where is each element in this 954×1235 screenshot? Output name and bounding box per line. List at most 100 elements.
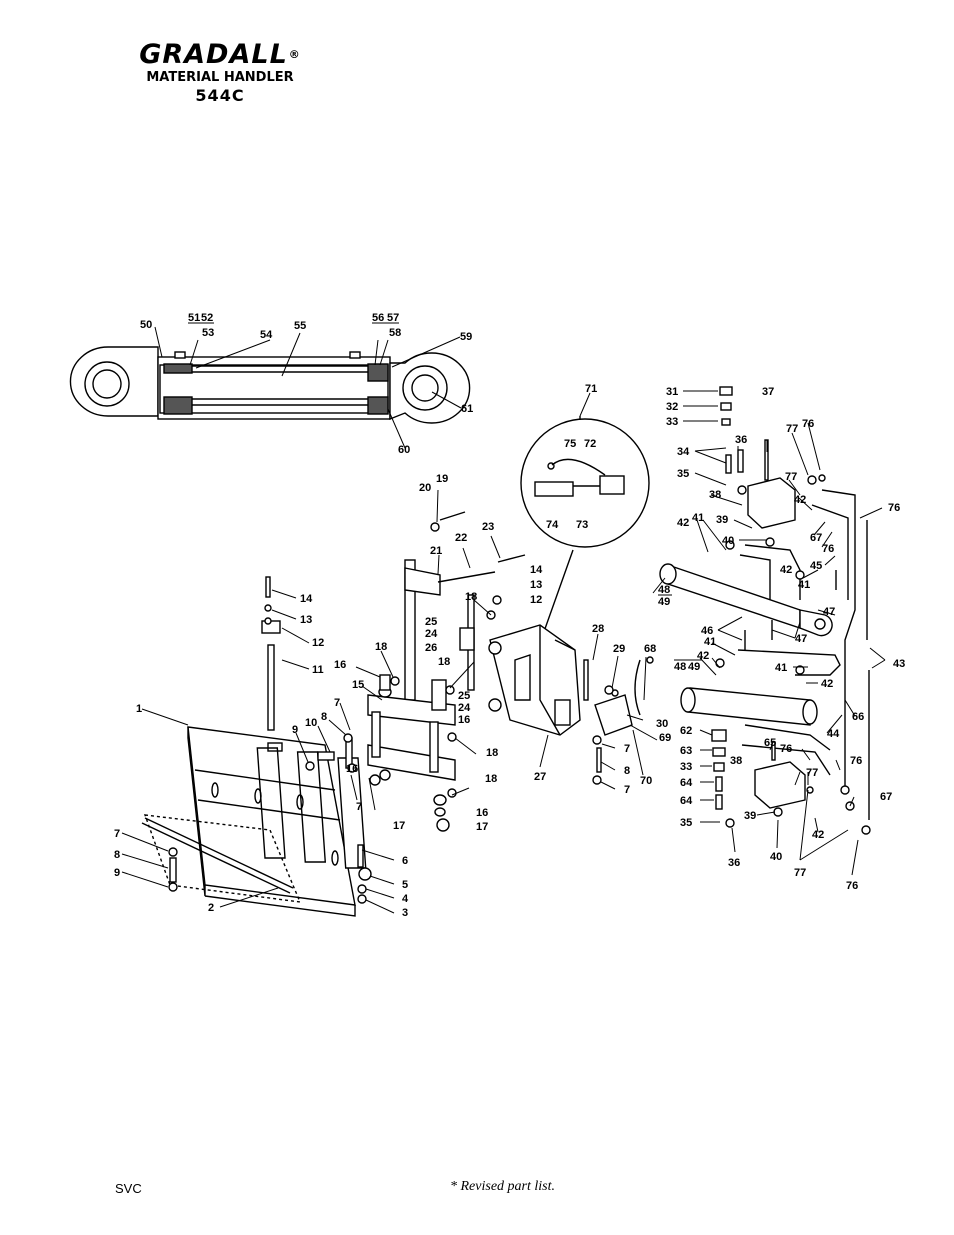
callout-77b: 77 — [785, 471, 797, 483]
callout-underlines — [188, 322, 702, 661]
callout-8b: 8 — [321, 711, 327, 723]
callout-26: 26 — [425, 642, 437, 654]
callout-18a: 18 — [375, 641, 387, 653]
callout-9a: 9 — [114, 867, 120, 879]
footer-note: * Revised part list. — [450, 1179, 555, 1194]
callout-45: 45 — [810, 560, 822, 572]
callout-44: 44 — [827, 728, 840, 740]
callout-42a: 42 — [677, 517, 689, 529]
callout-7e: 7 — [624, 784, 630, 796]
callout-64b: 64 — [680, 795, 693, 807]
callout-13b: 13 — [530, 579, 542, 591]
callout-39b: 39 — [744, 810, 756, 822]
callout-32: 32 — [666, 401, 678, 413]
callout-77c: 77 — [806, 767, 818, 779]
carriage-frame — [141, 726, 367, 917]
callout-65: 65 — [764, 737, 776, 749]
callout-18c: 18 — [485, 773, 497, 785]
callout-42d: 42 — [780, 564, 792, 576]
brand-name: GRADALL® — [139, 39, 301, 70]
callout-77d: 77 — [794, 867, 806, 879]
callout-68: 68 — [644, 643, 656, 655]
callout-42c: 42 — [794, 494, 806, 506]
callout-24a: 24 — [425, 628, 438, 640]
callout-49b: 49 — [688, 661, 700, 673]
callout-4: 4 — [402, 893, 409, 905]
callout-41a: 41 — [692, 512, 704, 524]
callout-50: 50 — [140, 319, 152, 331]
callout-18d: 18 — [465, 591, 477, 603]
callout-66: 66 — [852, 711, 864, 723]
hydraulic-lines — [634, 489, 870, 820]
callout-34a: 34 — [677, 446, 690, 458]
callout-48b: 48 — [674, 661, 686, 673]
callout-73: 73 — [576, 519, 588, 531]
detail-view-71 — [520, 416, 650, 641]
callout-35b: 35 — [680, 817, 692, 829]
callout-16a: 16 — [334, 659, 346, 671]
bushing-stack-upper — [459, 627, 475, 651]
leader-lines — [121, 326, 886, 914]
callout-74: 74 — [546, 519, 559, 531]
bolt-10 — [317, 751, 335, 761]
callout-76f: 76 — [888, 502, 900, 514]
bolt-6 — [357, 844, 364, 868]
callout-59: 59 — [460, 331, 472, 343]
callout-51: 51 — [188, 312, 200, 324]
shaft-11 — [267, 644, 275, 731]
callout-6: 6 — [402, 855, 408, 867]
callout-12b: 12 — [530, 594, 542, 606]
callout-17a: 17 — [393, 820, 405, 832]
callout-18b: 18 — [486, 747, 498, 759]
callout-57: 57 — [387, 312, 399, 324]
pin-28 — [583, 659, 589, 701]
yoke-15 — [367, 674, 456, 817]
footer-code: SVC — [115, 1181, 142, 1196]
callout-8a: 8 — [114, 849, 120, 861]
callout-41b: 41 — [704, 636, 716, 648]
callout-labels: 50 51 52 53 54 55 56 57 58 59 60 61 71 7… — [114, 312, 905, 919]
callout-12a: 12 — [312, 637, 324, 649]
bushing-5 — [358, 867, 372, 881]
brand-subtitle: MATERIAL HANDLER — [146, 70, 294, 85]
callout-7b: 7 — [334, 697, 340, 709]
callout-28: 28 — [592, 623, 604, 635]
callout-1: 1 — [136, 703, 142, 715]
callout-7d: 7 — [624, 743, 630, 755]
callout-60: 60 — [398, 444, 410, 456]
callout-8c: 8 — [624, 765, 630, 777]
callout-9b: 9 — [292, 724, 298, 736]
callout-5: 5 — [402, 879, 408, 891]
callout-55: 55 — [294, 320, 306, 332]
callout-20: 20 — [419, 482, 431, 494]
callout-40a: 40 — [722, 535, 734, 547]
brand-logo: GRADALL® MATERIAL HANDLER 544C — [120, 40, 320, 106]
callout-18e: 18 — [438, 656, 450, 668]
callout-25a: 25 — [425, 616, 437, 628]
callout-41c: 41 — [798, 579, 810, 591]
bushing-stack-lower — [431, 679, 447, 711]
callout-16c: 16 — [476, 807, 488, 819]
callout-37: 37 — [762, 386, 774, 398]
callout-38a: 38 — [709, 489, 721, 501]
callout-39a: 39 — [716, 514, 728, 526]
callout-76c: 76 — [780, 743, 792, 755]
callout-61: 61 — [461, 403, 473, 415]
callout-75: 75 — [564, 438, 576, 450]
callout-10: 10 — [305, 717, 317, 729]
hydraulic-cylinder-lower — [680, 687, 818, 726]
callout-11: 11 — [312, 664, 324, 676]
callout-21: 21 — [430, 545, 442, 557]
model-number: 544C — [195, 86, 245, 105]
callout-27: 27 — [534, 771, 546, 783]
callout-58: 58 — [389, 327, 401, 339]
callout-48a: 48 — [658, 584, 670, 596]
callout-63: 63 — [680, 745, 692, 757]
callout-62: 62 — [680, 725, 692, 737]
callout-33b: 33 — [680, 761, 692, 773]
callout-52: 52 — [201, 312, 213, 324]
cylinder-section — [69, 346, 471, 424]
callout-54: 54 — [260, 329, 273, 341]
callout-38b: 38 — [730, 755, 742, 767]
